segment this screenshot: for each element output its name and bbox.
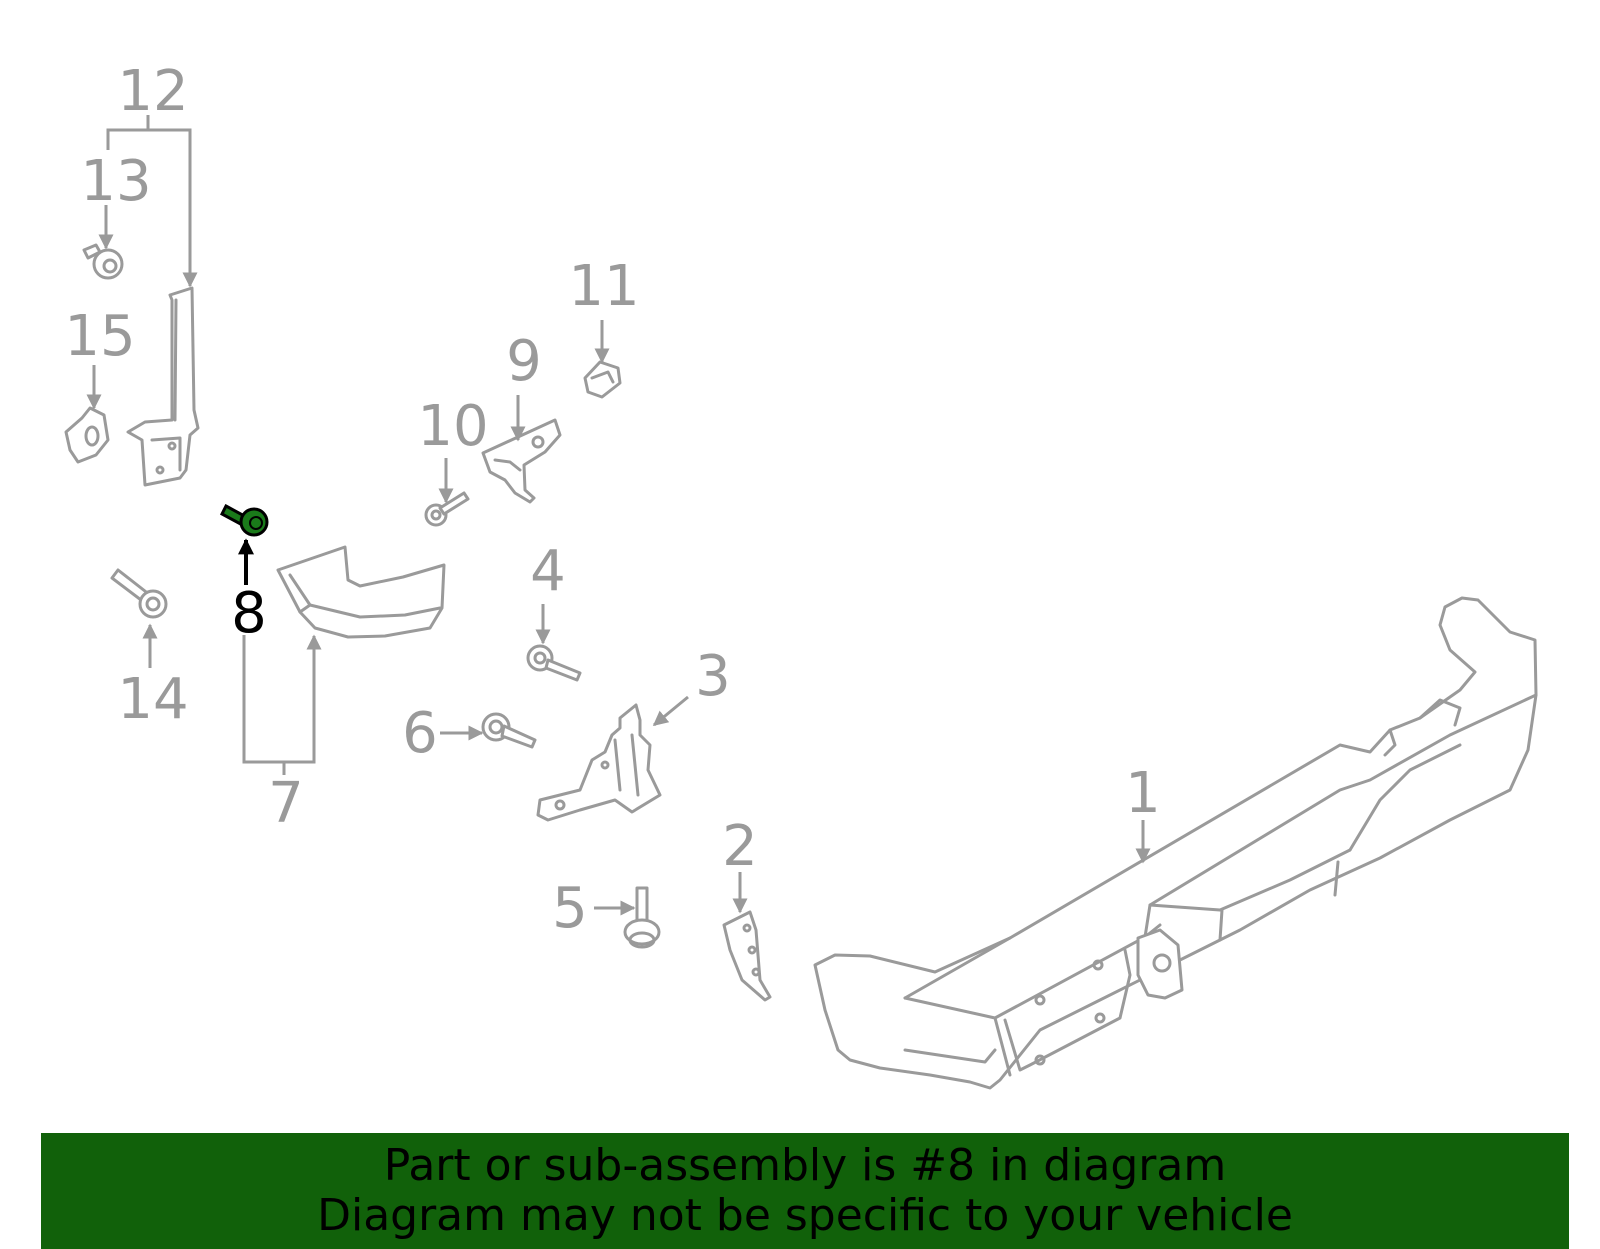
callout-labels: 1 2 3 4 5 6 7 8 9 10 11 12 13 14 15 bbox=[64, 59, 1160, 941]
part-6-bolt bbox=[481, 712, 537, 749]
callout-3: 3 bbox=[695, 644, 731, 709]
callout-15: 15 bbox=[64, 304, 135, 369]
part-1-rear-bumper bbox=[813, 596, 1538, 1090]
info-banner: Part or sub-assembly is #8 in diagram Di… bbox=[41, 1133, 1569, 1249]
leader-lines bbox=[86, 115, 1151, 916]
part-5-stud bbox=[623, 886, 661, 949]
callout-6: 6 bbox=[402, 701, 438, 766]
callout-13: 13 bbox=[80, 149, 151, 214]
part-11-clip bbox=[583, 360, 622, 399]
part-12-pillar-trim bbox=[126, 286, 200, 487]
callout-9: 9 bbox=[506, 329, 542, 394]
banner-line-1: Part or sub-assembly is #8 in diagram bbox=[383, 1140, 1227, 1191]
callout-7: 7 bbox=[268, 771, 304, 836]
callout-1: 1 bbox=[1125, 761, 1161, 826]
part-3-mounting-bracket bbox=[536, 703, 662, 822]
callout-10: 10 bbox=[417, 394, 488, 459]
part-10-bolt bbox=[424, 491, 470, 527]
callout-8: 8 bbox=[231, 581, 267, 646]
callout-4: 4 bbox=[530, 539, 566, 604]
part-2-bracket bbox=[722, 910, 772, 1002]
part-13-nut bbox=[82, 243, 124, 280]
part-15-clip bbox=[64, 406, 110, 464]
parts-diagram: 1 2 3 4 5 6 7 8 9 10 11 12 13 14 15 bbox=[64, 59, 1538, 1090]
banner-line-2: Diagram may not be specific to your vehi… bbox=[317, 1190, 1293, 1241]
callout-5: 5 bbox=[552, 876, 588, 941]
part-9-bracket bbox=[481, 418, 562, 504]
callout-11: 11 bbox=[568, 254, 639, 319]
callout-2: 2 bbox=[722, 814, 758, 879]
callout-14: 14 bbox=[117, 667, 188, 732]
callout-12: 12 bbox=[117, 59, 188, 124]
part-14-bolt bbox=[110, 568, 168, 619]
part-4-bolt bbox=[526, 644, 582, 682]
part-7-corner-cover bbox=[276, 545, 446, 639]
part-8-bolt-highlighted bbox=[220, 503, 269, 537]
